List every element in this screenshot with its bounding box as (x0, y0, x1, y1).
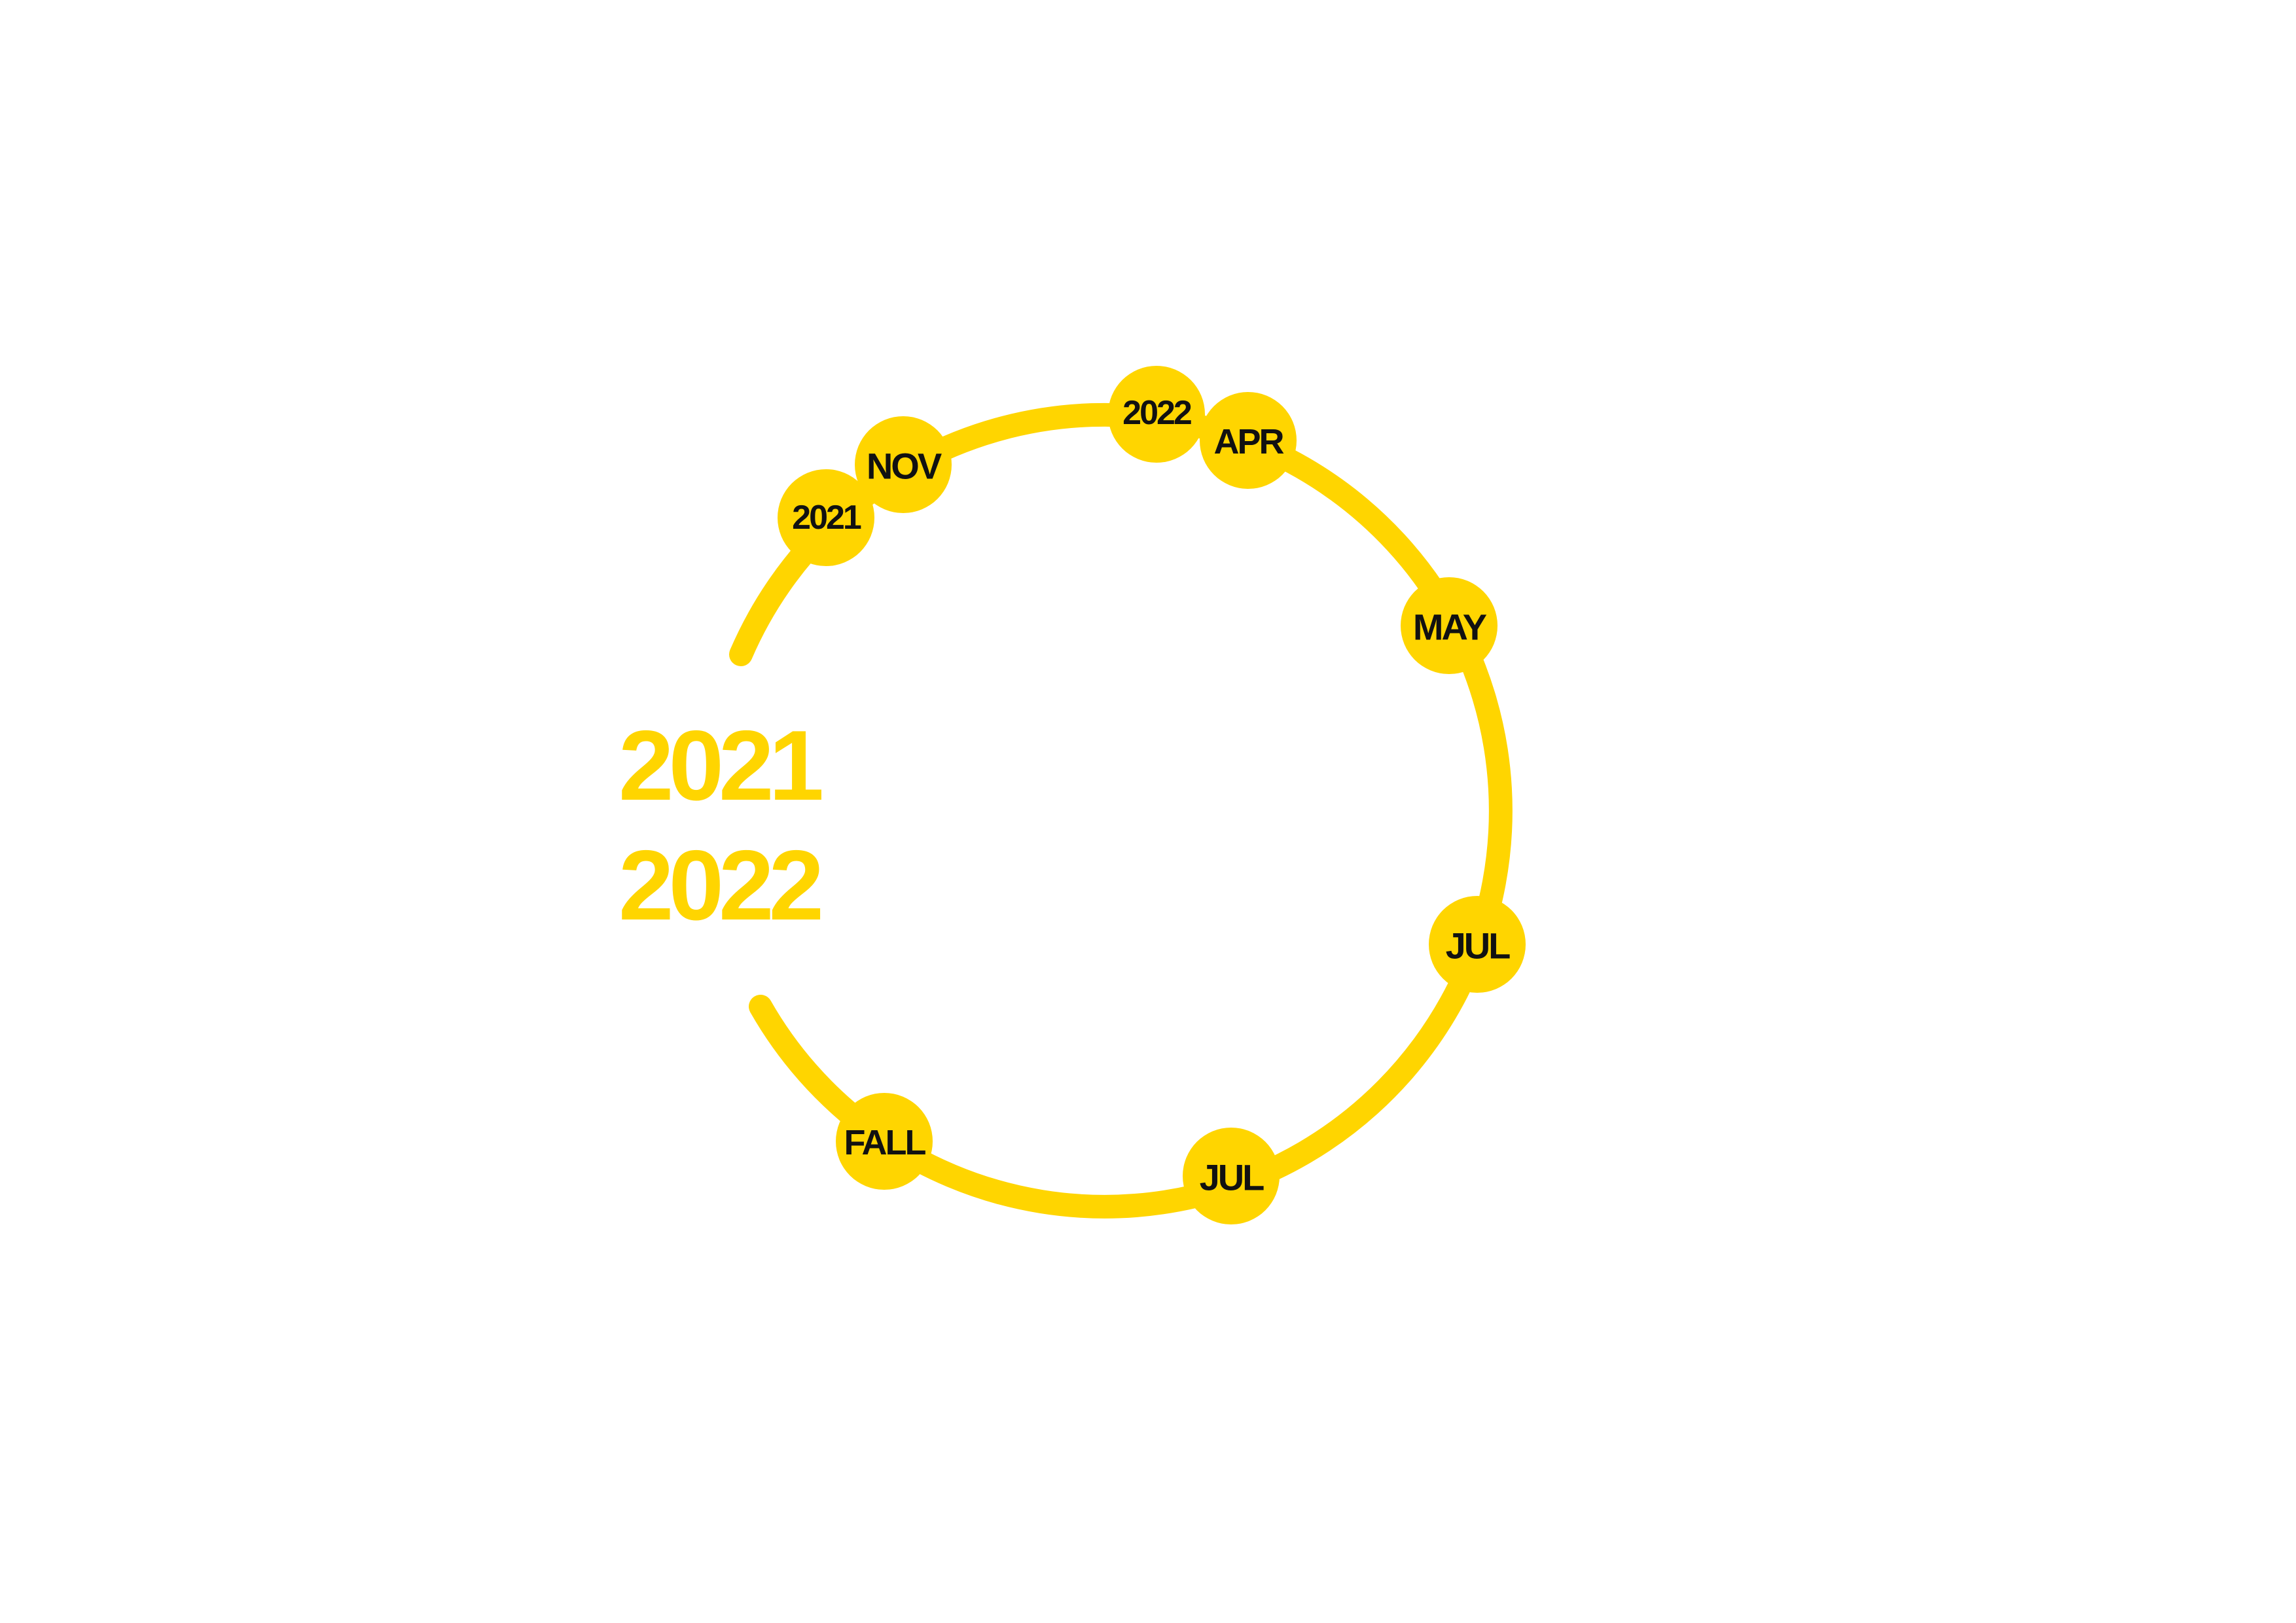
milestone-dot (1429, 896, 1526, 993)
milestone-dot (778, 469, 874, 566)
milestone-dot (1200, 392, 1297, 489)
milestone-node-8: FALL (836, 1093, 933, 1190)
center-year-2021: 2021 (619, 710, 822, 821)
milestone-label: FALL (844, 1123, 926, 1162)
milestone-dot (1183, 1128, 1280, 1224)
milestone-label: 2022 (1122, 394, 1191, 432)
center-year-2022: 2022 (619, 830, 821, 941)
timeline-ring (729, 402, 1513, 1219)
milestone-node-3: 2022 (1108, 366, 1205, 463)
milestone-node-7: JUL (1183, 1128, 1280, 1224)
milestone-label: JUL (1446, 925, 1511, 967)
milestone-label: JUL (1200, 1157, 1265, 1198)
milestone-dot (1108, 366, 1205, 463)
milestone-label: MAY (1413, 607, 1487, 648)
milestone-label: APR (1213, 422, 1283, 461)
milestone-node-5: MAY (1401, 577, 1498, 674)
milestone-node-1: 2021 (778, 469, 874, 566)
milestone-label: NOV (867, 446, 942, 487)
milestone-dot (836, 1093, 933, 1190)
milestone-node-2: NOV (855, 416, 952, 513)
milestone-label: 2021 (792, 499, 861, 537)
milestone-node-6: JUL (1429, 896, 1526, 993)
milestone-dot (855, 416, 952, 513)
milestone-dot (1401, 577, 1498, 674)
milestone-node-4: APR (1200, 392, 1297, 489)
